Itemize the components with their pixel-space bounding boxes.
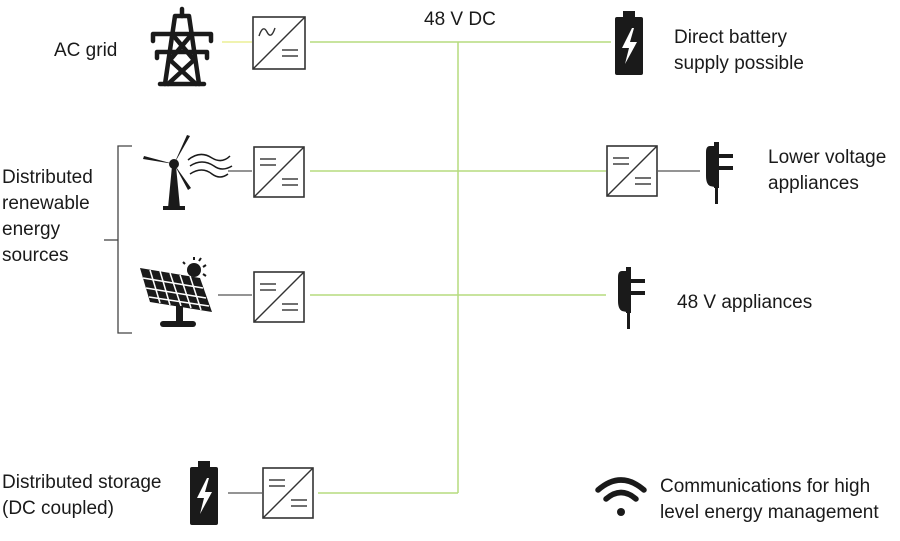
lower-voltage-label-line: appliances (768, 173, 859, 194)
renewables-label-line: energy (2, 219, 61, 240)
dc-dc-converter-icon (262, 467, 314, 519)
48v-appliances-label: 48 V appliances (677, 292, 813, 313)
lower-voltage-label-line: Lower voltage (768, 147, 887, 168)
communications-label: Communications for high level energy man… (660, 474, 879, 526)
plug-icon (706, 142, 733, 204)
plug-icon (618, 267, 645, 329)
ac-dc-converter-icon (252, 16, 306, 70)
renewables-label-line: sources (2, 245, 69, 266)
storage-label-line: (DC coupled) (2, 498, 114, 519)
dc-bus-wiring (310, 41, 611, 494)
dc-dc-converter-icon (253, 146, 305, 198)
dc-dc-converter-icon (253, 271, 305, 323)
communications-label-line: level energy management (660, 502, 879, 523)
pylon-icon (150, 6, 214, 87)
communications-label-line: Communications for high (660, 476, 871, 497)
source-connectors (218, 41, 700, 494)
battery-icon (615, 11, 643, 75)
bus-label: 48 V DC (424, 9, 496, 30)
dc-dc-converter-icon (606, 145, 658, 197)
solar-panel-icon (140, 257, 212, 327)
battery-supply-label-line: Direct battery (674, 27, 787, 48)
lower-voltage-label: Lower voltage appliances (768, 145, 886, 197)
battery-supply-label-line: supply possible (674, 53, 804, 74)
storage-label-line: Distributed storage (2, 472, 162, 493)
storage-label: Distributed storage (DC coupled) (2, 470, 161, 522)
renewables-bracket (104, 145, 132, 334)
renewables-label-line: Distributed (2, 167, 93, 188)
renewables-label: Distributed renewable energy sources (2, 165, 93, 269)
battery-icon (190, 461, 218, 525)
wind-turbine-icon (143, 135, 233, 210)
wifi-icon (595, 477, 647, 516)
battery-supply-label: Direct battery supply possible (674, 25, 804, 77)
ac-grid-label: AC grid (54, 40, 118, 61)
renewables-label-line: renewable (2, 193, 90, 214)
